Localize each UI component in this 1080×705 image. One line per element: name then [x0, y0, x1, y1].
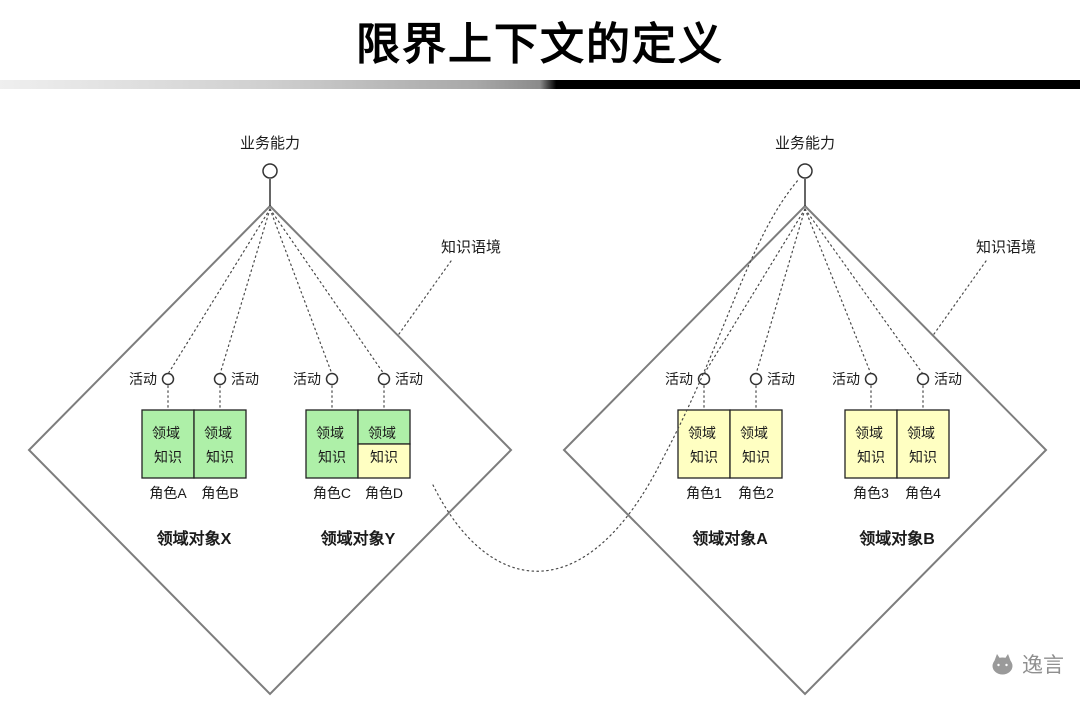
activity-node	[749, 372, 763, 386]
activity-label: 活动	[129, 371, 157, 387]
activity-link	[703, 208, 806, 375]
role-label: 角色1	[686, 485, 722, 501]
role-label: 角色4	[905, 485, 941, 501]
role-label: 角色B	[201, 485, 238, 501]
activity-label: 活动	[832, 371, 860, 387]
business-capability-label-left: 业务能力	[240, 135, 300, 152]
business-capability-label-right: 业务能力	[775, 135, 835, 152]
domain-object-label: 领域对象B	[859, 529, 935, 548]
knowledge-context-label-right: 知识语境	[976, 238, 1036, 256]
domain-knowledge-text: 领域 知识	[855, 425, 887, 465]
page-title: 限界上下文的定义	[356, 20, 724, 69]
role-label: 角色D	[365, 485, 403, 501]
activity-label: 活动	[293, 371, 321, 387]
domain-knowledge-text: 领域 知识	[316, 425, 348, 465]
business-capability-node-right	[797, 163, 813, 179]
business-capability-node-left	[262, 163, 278, 179]
activity-link	[269, 208, 385, 375]
activity-node	[697, 372, 711, 386]
knowledge-context-pointer-left	[398, 260, 452, 335]
knowledge-context-pointer-right	[933, 260, 987, 335]
bounded-context-diamond-left	[27, 204, 513, 696]
domain-knowledge-box	[305, 409, 359, 479]
domain-knowledge-box	[896, 409, 950, 479]
domain-knowledge-text: 领域 知识	[152, 425, 184, 465]
knowledge-context-label-left: 知识语境	[441, 238, 501, 256]
activity-node	[377, 372, 391, 386]
domain-knowledge-box-bottom	[357, 443, 411, 479]
watermark-text: 逸言	[1022, 654, 1064, 677]
domain-knowledge-text: 领域 知识	[907, 425, 939, 465]
activity-label: 活动	[665, 371, 693, 387]
activity-link	[219, 208, 271, 375]
bounded-context-diamond-right	[562, 204, 1048, 696]
activity-node	[325, 372, 339, 386]
cross-context-link	[432, 178, 800, 572]
role-label: 角色C	[313, 485, 351, 501]
activity-label: 活动	[231, 371, 259, 387]
activity-link	[167, 208, 271, 375]
domain-knowledge-text: 领域 知识	[688, 425, 720, 465]
activity-link	[269, 208, 333, 375]
activity-link	[804, 208, 872, 375]
activity-label: 活动	[934, 371, 962, 387]
activity-node	[213, 372, 227, 386]
activity-node	[916, 372, 930, 386]
role-label: 角色3	[853, 485, 889, 501]
domain-object-label: 领域对象X	[157, 529, 232, 548]
role-label: 角色A	[149, 485, 187, 501]
domain-knowledge-box	[844, 409, 898, 479]
domain-knowledge-box	[729, 409, 783, 479]
domain-object-label: 领域对象Y	[321, 529, 396, 548]
domain-knowledge-text: 领域 知识	[740, 425, 772, 465]
activity-node	[161, 372, 175, 386]
watermark: 逸言	[988, 649, 1064, 679]
activity-label: 活动	[767, 371, 795, 387]
activity-link	[755, 208, 806, 375]
domain-knowledge-box	[677, 409, 731, 479]
domain-knowledge-box	[193, 409, 247, 479]
domain-knowledge-text: 领域 知识	[368, 425, 400, 465]
activity-link	[804, 208, 924, 375]
domain-knowledge-text: 领域 知识	[204, 425, 236, 465]
activity-label: 活动	[395, 371, 423, 387]
role-label: 角色2	[738, 485, 774, 501]
activity-node	[864, 372, 878, 386]
domain-object-label: 领域对象A	[692, 529, 768, 548]
cat-icon	[992, 654, 1013, 675]
domain-knowledge-box	[141, 409, 195, 479]
title-divider-bar	[0, 80, 1080, 89]
